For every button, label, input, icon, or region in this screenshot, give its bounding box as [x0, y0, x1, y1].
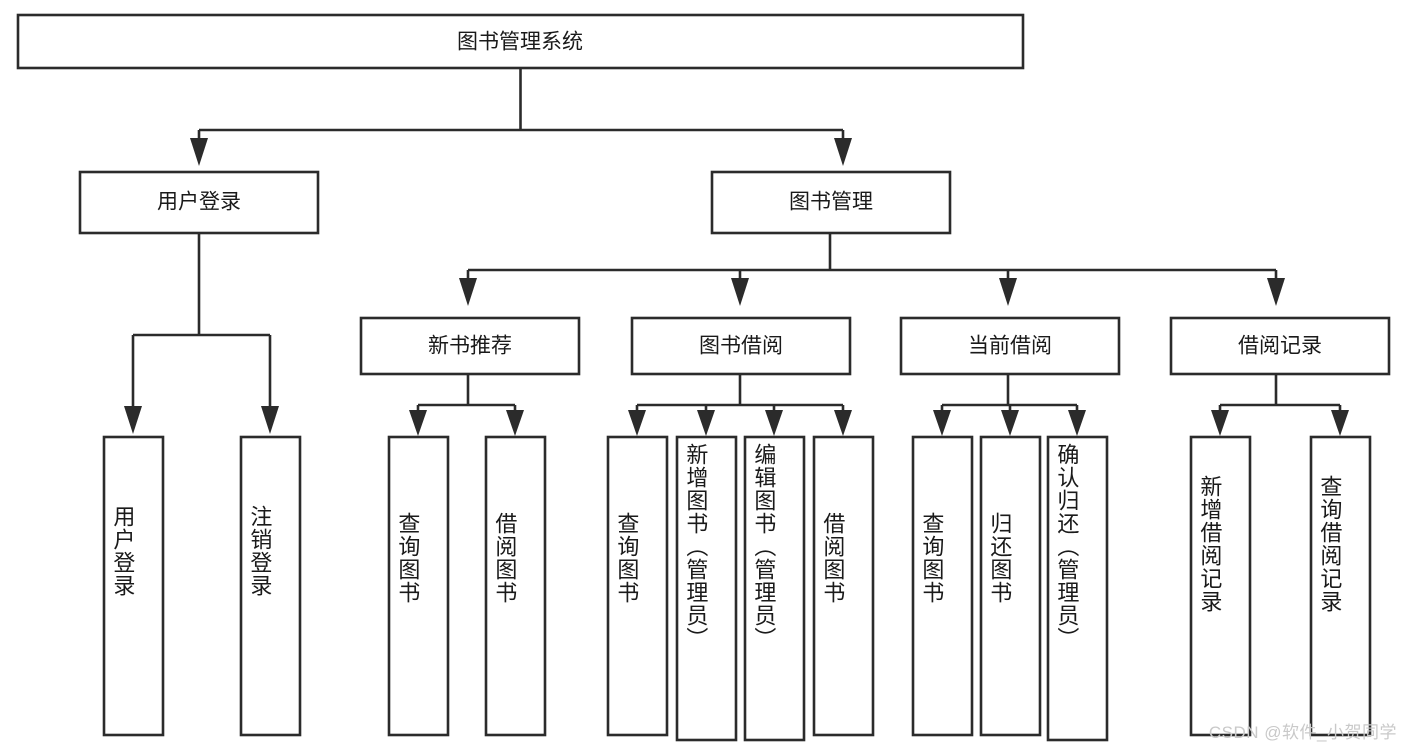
csdn-watermark: CSDN @软件_小贺同学 [1208, 723, 1397, 742]
leaf-box-edit-book-admin[interactable] [743, 435, 806, 742]
node-current-borrow-box[interactable] [899, 316, 1121, 376]
leaf-box-user-login[interactable] [102, 435, 165, 737]
arrowhead-leaf-borrow-1 [628, 410, 646, 436]
arrowhead-leaf-userlogin-2 [261, 406, 279, 434]
arrowhead-leaf-current-3 [1068, 410, 1086, 436]
leaf-box-return-books[interactable] [979, 435, 1042, 737]
leaf-box-logout[interactable] [239, 435, 302, 737]
arrowhead-book-mgmt [834, 138, 852, 166]
arrowhead-leaf-userlogin-1 [124, 406, 142, 434]
node-current-borrow-label: 当前借阅 [968, 335, 1052, 358]
node-new-book-recommend-label: 新书推荐 [428, 335, 512, 358]
arrowhead-leaf-newbook-2 [506, 410, 524, 436]
node-borrow-records-box[interactable] [1169, 316, 1391, 376]
arrowhead-leaf-borrow-4 [834, 410, 852, 436]
node-user-login-box[interactable] [78, 170, 320, 235]
node-book-borrow-box[interactable] [630, 316, 852, 376]
arrowhead-leaf-newbook-1 [409, 410, 427, 436]
arrowhead-leaf-records-2 [1331, 410, 1349, 436]
leaf-box-borrow-books-newbook[interactable] [484, 435, 547, 737]
arrowhead-user-login [190, 138, 208, 166]
node-book-management-label: 图书管理 [789, 191, 873, 214]
arrowheads-group [124, 138, 1349, 436]
leaf-box-query-books-current[interactable] [911, 435, 974, 737]
leaf-box-query-books-newbook[interactable] [387, 435, 450, 737]
arrowhead-leaf-current-2 [1001, 410, 1019, 436]
node-book-management-box[interactable] [710, 170, 952, 235]
node-borrow-records-label: 借阅记录 [1238, 335, 1322, 358]
arrowhead-bookborrow [731, 278, 749, 306]
leaf-box-borrow-books-borrow[interactable] [812, 435, 875, 737]
arrowhead-newbook [459, 278, 477, 306]
node-root-label: 图书管理系统 [457, 31, 583, 54]
leaf-box-add-book-admin[interactable] [675, 435, 738, 742]
node-root-box[interactable] [16, 13, 1025, 70]
leaf-box-query-borrow-record[interactable] [1309, 435, 1372, 737]
arrowhead-leaf-borrow-3 [765, 410, 783, 436]
leaf-box-confirm-return-admin[interactable] [1046, 435, 1109, 742]
node-user-login-label: 用户登录 [157, 191, 241, 214]
leaf-box-add-borrow-record[interactable] [1189, 435, 1252, 737]
arrowhead-leaf-borrow-2 [697, 410, 715, 436]
arrowhead-leaf-records-1 [1211, 410, 1229, 436]
arrowhead-borrowrecords [1267, 278, 1285, 306]
node-new-book-recommend-box[interactable] [359, 316, 581, 376]
arrowhead-currentborrow [999, 278, 1017, 306]
leaf-box-query-books-borrow[interactable] [606, 435, 669, 737]
nodes-group: 图书管理系统 用户登录 图书管理 新书推荐 图书借阅 当前借阅 借阅记录 [16, 13, 1391, 742]
arrowhead-leaf-current-1 [933, 410, 951, 436]
node-book-borrow-label: 图书借阅 [699, 335, 783, 358]
